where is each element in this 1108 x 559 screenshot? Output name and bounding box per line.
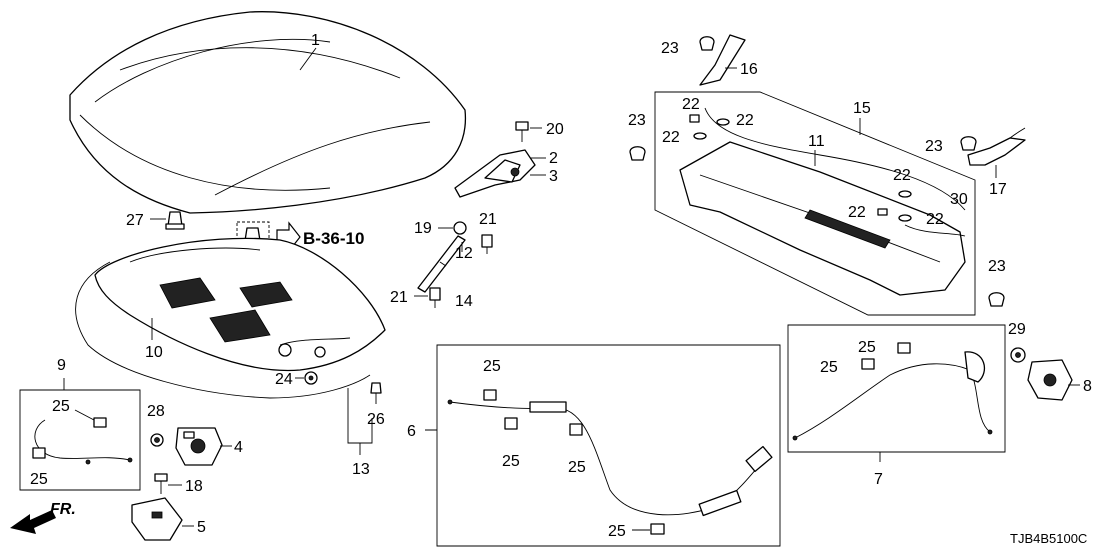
hood-panel[interactable] xyxy=(69,11,467,214)
callout-23b: 23 xyxy=(628,112,646,129)
part-18-bolt[interactable] xyxy=(154,473,168,494)
callout-27: 27 xyxy=(126,212,144,229)
callout-9: 9 xyxy=(57,357,66,374)
part-23-cap-d[interactable] xyxy=(988,292,1005,307)
callout-25a: 25 xyxy=(52,398,70,415)
callout-25d: 25 xyxy=(502,453,520,470)
callout-1: 1 xyxy=(311,32,320,49)
part-11-cowl-top[interactable] xyxy=(679,141,966,296)
reference-label[interactable]: B-36-10 xyxy=(303,229,364,248)
part-25-clip-g[interactable] xyxy=(897,342,911,354)
part-12-hood-support-strut[interactable] xyxy=(417,235,466,293)
part-25-clip-a[interactable] xyxy=(93,417,107,428)
callout-22b: 22 xyxy=(736,112,754,129)
part-8-secondary-latch[interactable] xyxy=(1027,359,1073,401)
callout-16: 16 xyxy=(740,61,758,78)
callout-22a: 22 xyxy=(682,96,700,113)
part-22-clip-a[interactable] xyxy=(689,114,700,123)
callout-20: 20 xyxy=(546,121,564,138)
part-24-grommet[interactable] xyxy=(304,371,318,385)
part-25-clip-h[interactable] xyxy=(861,358,875,370)
hood-seal[interactable] xyxy=(75,261,371,399)
part-22-clip-e[interactable] xyxy=(877,208,888,216)
diagram-code: TJB4B5100C xyxy=(1010,531,1087,546)
callout-6: 6 xyxy=(407,423,416,440)
part-23-cap-c[interactable] xyxy=(960,136,977,151)
callout-22c: 22 xyxy=(662,129,680,146)
part-21-ball-stud-upper[interactable] xyxy=(481,234,493,254)
callout-12: 12 xyxy=(455,245,473,262)
callout-13: 13 xyxy=(352,461,370,478)
part-23-cap-a[interactable] xyxy=(699,36,715,51)
part-22-clip-c[interactable] xyxy=(693,132,707,140)
callout-15: 15 xyxy=(853,100,871,117)
part-16-cowl-seal-side[interactable] xyxy=(699,34,746,86)
part-cowl-seal[interactable] xyxy=(704,107,966,211)
part-25-clip-c[interactable] xyxy=(483,389,497,401)
callout-10: 10 xyxy=(145,344,163,361)
part-19-ball-stud[interactable] xyxy=(453,221,467,235)
part-29-nut[interactable] xyxy=(1010,347,1026,363)
callout-24: 24 xyxy=(275,371,293,388)
part-22-clip-d[interactable] xyxy=(898,190,912,198)
part-17-cowl-side-cover[interactable] xyxy=(967,127,1026,166)
callout-28: 28 xyxy=(147,403,165,420)
part-26-clip[interactable] xyxy=(370,382,382,404)
callout-22f: 22 xyxy=(926,211,944,228)
callout-17: 17 xyxy=(989,181,1007,198)
part-4-hood-latch[interactable] xyxy=(175,427,223,466)
callout-21a: 21 xyxy=(479,211,497,228)
callout-19: 19 xyxy=(414,220,432,237)
callout-29: 29 xyxy=(1008,321,1026,338)
callout-30: 30 xyxy=(950,191,968,208)
callout-23c: 23 xyxy=(925,138,943,155)
hood-insulator[interactable] xyxy=(94,237,386,372)
callout-22e: 22 xyxy=(848,204,866,221)
callout-4: 4 xyxy=(234,439,243,456)
part-30-weatherstrip[interactable] xyxy=(904,224,966,237)
part-28-nut[interactable] xyxy=(150,433,164,447)
front-direction-arrow xyxy=(10,510,56,534)
callout-25h: 25 xyxy=(820,359,838,376)
callout-25g: 25 xyxy=(858,339,876,356)
callout-11: 11 xyxy=(808,133,825,150)
callout-25c: 25 xyxy=(483,358,501,375)
part-2-3-hood-hinge[interactable] xyxy=(454,149,536,198)
part-25-clip-e[interactable] xyxy=(569,423,583,436)
callout-25b: 25 xyxy=(30,471,48,488)
part-20-bolt[interactable] xyxy=(515,121,529,142)
part-27-clip[interactable] xyxy=(165,211,185,230)
part-6-release-cable[interactable] xyxy=(447,399,773,517)
part-21-ball-stud-lower[interactable] xyxy=(429,287,441,308)
callout-3: 3 xyxy=(549,168,558,185)
part-25-clip-b[interactable] xyxy=(32,447,46,459)
callout-22d: 22 xyxy=(893,167,911,184)
callout-26: 26 xyxy=(367,411,385,428)
callout-5: 5 xyxy=(197,519,206,536)
callout-2: 2 xyxy=(549,150,558,167)
callout-14: 14 xyxy=(455,293,473,310)
part-22-clip-f[interactable] xyxy=(898,214,912,222)
front-label: FR. xyxy=(50,501,76,518)
callout-18: 18 xyxy=(185,478,203,495)
callout-23d: 23 xyxy=(988,258,1006,275)
part-5-latch-bracket[interactable] xyxy=(131,497,183,541)
callout-25f: 25 xyxy=(608,523,626,540)
callout-25e: 25 xyxy=(568,459,586,476)
part-9-release-cable[interactable] xyxy=(34,419,133,465)
part-25-clip-f[interactable] xyxy=(650,523,665,535)
part-23-cap-b[interactable] xyxy=(629,146,646,161)
part-7-release-cable[interactable] xyxy=(792,351,993,441)
part-22-clip-b[interactable] xyxy=(716,118,730,126)
callout-8: 8 xyxy=(1083,378,1092,395)
part-25-clip-d[interactable] xyxy=(504,417,518,430)
callout-7: 7 xyxy=(874,471,883,488)
callout-23a: 23 xyxy=(661,40,679,57)
callout-21b: 21 xyxy=(390,289,408,306)
